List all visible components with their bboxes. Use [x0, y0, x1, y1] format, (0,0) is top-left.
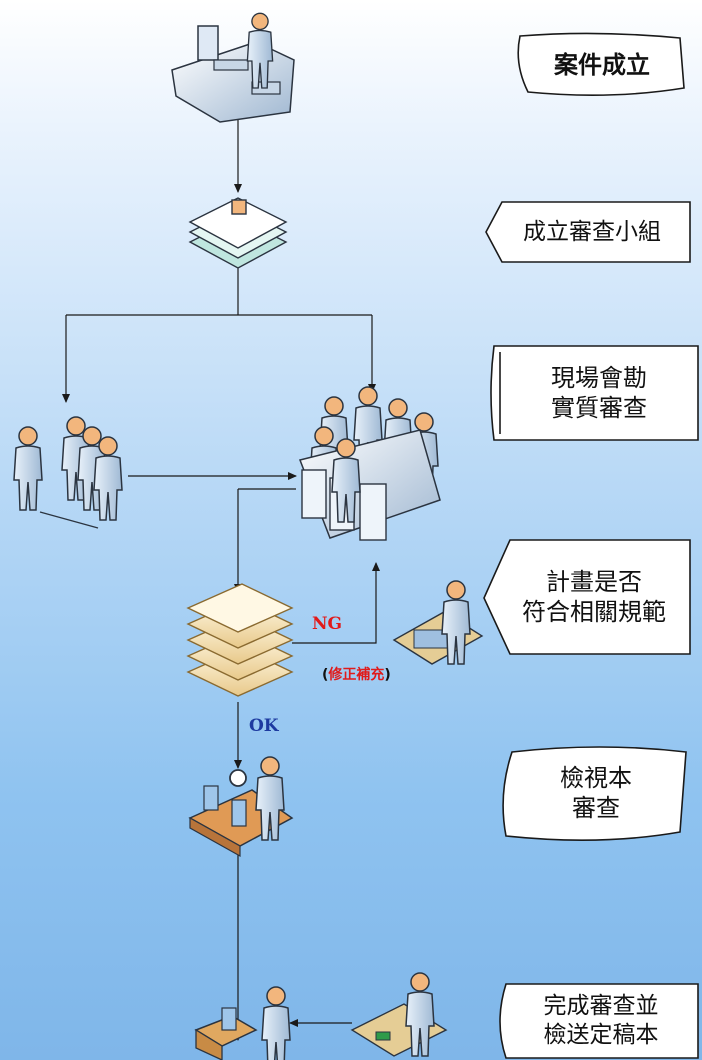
- revise-label: (修正補充): [322, 664, 391, 684]
- revise-open-paren: (: [322, 667, 329, 683]
- step-review-line2: 審查: [572, 794, 620, 822]
- shape-check: [483, 539, 691, 655]
- document-stack-icon: [188, 197, 288, 269]
- step-site-line1: 現場會勘: [551, 364, 647, 392]
- shape-final: [499, 983, 699, 1059]
- shape-team: [485, 201, 691, 263]
- step-final-line1: 完成審查並: [543, 993, 659, 1020]
- step-final-label: 完成審查並 檢送定稿本: [504, 984, 698, 1058]
- shape-case: [517, 32, 685, 96]
- step-check-line1: 計畫是否: [546, 568, 642, 596]
- inspection-conveyor-icon: [188, 756, 294, 858]
- step-case-text: 案件成立: [554, 51, 650, 79]
- packing-box-icon: [194, 986, 291, 1060]
- step-team-text: 成立審查小組: [523, 218, 661, 245]
- step-check-line2: 符合相關規範: [522, 598, 666, 626]
- connectors: [62, 95, 380, 1041]
- revise-text: 修正補充: [328, 667, 385, 683]
- step-final-line2: 檢送定稿本: [543, 1022, 659, 1048]
- step-site-label: 現場會勘 實質審查: [500, 346, 698, 440]
- drafting-worker-icon: [392, 580, 484, 665]
- ng-label: NG: [312, 614, 343, 634]
- staff-group-icon: [13, 416, 123, 529]
- step-review-label: 檢視本 審查: [506, 750, 686, 836]
- ok-label: OK: [249, 716, 279, 736]
- step-shapes: [483, 32, 699, 1059]
- shape-review: [502, 746, 687, 841]
- revise-close-paren: ): [384, 667, 391, 683]
- step-review-line1: 檢視本: [560, 764, 632, 792]
- step-site-line2: 實質審查: [551, 394, 647, 422]
- step-case-label: 案件成立: [522, 38, 682, 92]
- arrow-ng-loop: [292, 562, 380, 644]
- plan-stack-icon: [186, 583, 294, 697]
- meeting-table-icon: [298, 386, 441, 541]
- desk-worker-icon: [171, 12, 295, 123]
- shape-site: [490, 345, 699, 441]
- step-team-label: 成立審查小組: [494, 202, 690, 262]
- signing-worker-icon: [350, 972, 448, 1057]
- step-check-label: 計畫是否 符合相關規範: [496, 540, 692, 654]
